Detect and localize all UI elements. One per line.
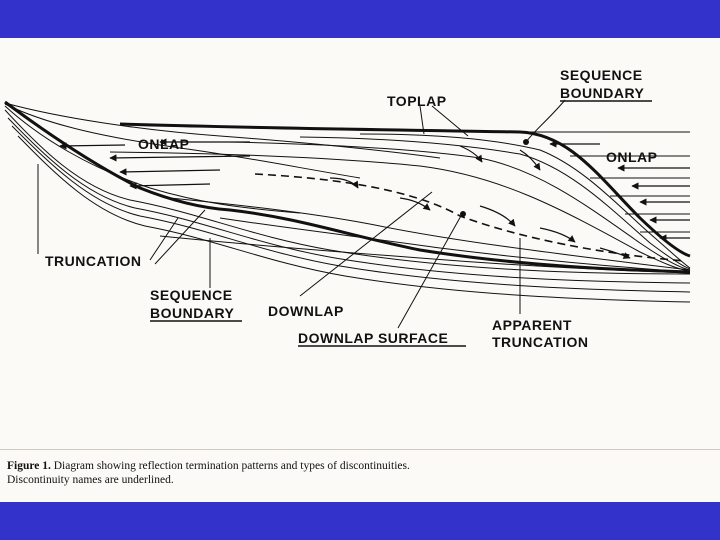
figure-caption: Figure 1. Diagram showing reflection ter… (7, 459, 707, 487)
sequence-boundary-right-line1: SEQUENCE (560, 67, 643, 83)
downlap-surface-label: DOWNLAP SURFACE (298, 330, 448, 346)
truncation-label: TRUNCATION (45, 253, 142, 269)
caption-figure-label: Figure 1. (7, 460, 51, 472)
right-parallel-strata (530, 131, 690, 233)
sequence-boundary-upper (119, 122, 691, 258)
sequence-boundary-left-line2: BOUNDARY (150, 305, 235, 321)
onlap-arrows-left (59, 138, 251, 190)
caption-text-1: Diagram showing reflection termination p… (53, 460, 410, 472)
bottom-frame-band (0, 502, 720, 540)
leader-lines (37, 99, 566, 329)
contact-points (460, 139, 529, 217)
onlap-arrows-right (549, 140, 690, 242)
caption-line-1: Figure 1. Diagram showing reflection ter… (7, 459, 707, 473)
apparent-truncation-line1: APPARENT (492, 317, 572, 333)
figure-panel: TOPLAP SEQUENCE BOUNDARY ONLAP ONLAP TRU… (0, 38, 720, 502)
sequence-boundary-lower (4, 100, 691, 274)
sequence-boundary-right-line2: BOUNDARY (560, 85, 645, 101)
sequence-boundary-left-line1: SEQUENCE (150, 287, 233, 303)
downlap-label: DOWNLAP (268, 303, 344, 319)
downlap-surface-point (460, 211, 466, 217)
onlap-right-label: ONLAP (606, 149, 658, 165)
caption-divider (0, 449, 720, 450)
caption-line-2: Discontinuity names are underlined. (7, 474, 174, 486)
sequence-boundary-point (523, 139, 529, 145)
interior-arrows (329, 145, 631, 259)
top-frame-band (0, 0, 720, 38)
toplap-label: TOPLAP (387, 93, 447, 109)
downlap-surface-line (254, 173, 686, 262)
onlap-left-label: ONLAP (138, 136, 190, 152)
reflection-termination-diagram: TOPLAP SEQUENCE BOUNDARY ONLAP ONLAP TRU… (4, 67, 691, 350)
apparent-truncation-line2: TRUNCATION (492, 334, 589, 350)
lower-strata (4, 109, 691, 303)
